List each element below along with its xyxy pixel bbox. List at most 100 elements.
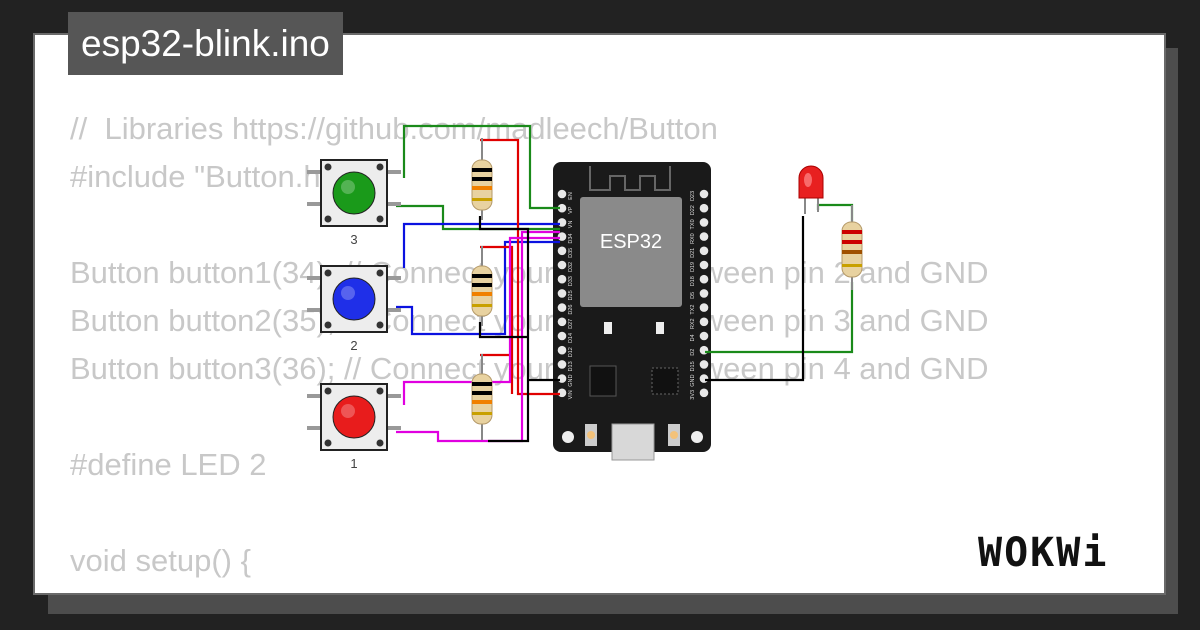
right-pin-tx0[interactable] <box>699 218 709 227</box>
wire-blue-2 <box>396 240 560 336</box>
left-pin-label: VN <box>568 221 574 229</box>
resistor-1[interactable] <box>471 138 493 220</box>
button-cap[interactable] <box>332 395 376 439</box>
right-pin-label: D22 <box>690 205 696 215</box>
wire-magenta-1 <box>402 236 560 405</box>
resistor-3[interactable] <box>471 354 493 440</box>
right-pin-d5[interactable] <box>699 289 709 298</box>
wokwi-logo: WOKWi <box>978 530 1109 576</box>
left-pin-d14[interactable] <box>557 331 567 341</box>
right-pin-label: 3V3 <box>690 390 696 400</box>
right-pin-label: TX2 <box>690 305 696 315</box>
right-pin-d21[interactable] <box>699 246 709 256</box>
wire-red-1 <box>480 138 560 396</box>
left-pin-d25[interactable] <box>557 289 567 298</box>
right-pin-label: D15 <box>690 361 696 371</box>
resistor-2[interactable] <box>471 246 493 326</box>
left-pin-label: GND <box>568 374 574 386</box>
left-pin-d32[interactable] <box>557 260 567 270</box>
left-pin-label: D27 <box>568 319 574 329</box>
right-pin-rx0[interactable] <box>699 232 709 241</box>
wire-black-led <box>705 216 805 382</box>
left-pin-vn[interactable] <box>557 218 567 227</box>
right-pin-label: D5 <box>690 292 696 299</box>
right-pin-gnd[interactable] <box>699 374 709 383</box>
wire-red-2 <box>480 245 514 394</box>
right-pin-label: D21 <box>690 248 696 258</box>
right-pin-d22[interactable] <box>699 203 709 213</box>
right-pin-label: TX0 <box>690 219 696 229</box>
right-pin-rx2[interactable] <box>699 317 709 327</box>
push-button-1[interactable]: 1 <box>307 383 401 471</box>
wire-blue-1 <box>402 222 560 268</box>
code-line: void setup() { <box>70 543 251 578</box>
button-label: 3 <box>350 232 357 247</box>
button-label: 2 <box>350 338 357 353</box>
right-pin-d15[interactable] <box>699 360 709 369</box>
esp32-board[interactable]: ESP32 ENVPVND34D35D32D33D25D26D27D14D12D… <box>553 162 711 461</box>
left-pin-d27[interactable] <box>557 317 567 327</box>
right-pin-3v3[interactable] <box>699 388 709 398</box>
right-pin-d19[interactable] <box>699 260 709 270</box>
push-button-3[interactable]: 3 <box>307 159 401 247</box>
left-pin-label: VP <box>568 206 574 214</box>
wire-black-2 <box>478 322 528 339</box>
left-pin-label: D14 <box>568 333 574 343</box>
left-pin-vp[interactable] <box>557 203 567 213</box>
right-pin-label: GND <box>690 374 696 386</box>
left-pin-label: D12 <box>568 347 574 357</box>
left-pin-label: D34 <box>568 234 574 244</box>
right-pin-d2[interactable] <box>699 345 709 355</box>
right-pin-label: D2 <box>690 349 696 356</box>
push-button-2[interactable]: 2 <box>307 265 401 353</box>
left-pin-label: D35 <box>568 248 574 258</box>
right-pin-label: D18 <box>690 276 696 286</box>
button-label: 1 <box>350 456 357 471</box>
right-pin-label: D4 <box>690 334 696 341</box>
code-line: // Libraries https://github.com/madleech… <box>70 111 718 146</box>
wires <box>396 124 854 443</box>
right-pin-label: D19 <box>690 262 696 272</box>
left-pin-label: D26 <box>568 305 574 315</box>
left-pin-en[interactable] <box>557 189 567 199</box>
left-pin-vin[interactable] <box>557 388 567 398</box>
wire-black-1 <box>478 216 530 443</box>
code-line: #define LED 2 <box>70 447 267 482</box>
right-pin-d23[interactable] <box>699 189 709 199</box>
left-pin-label: D33 <box>568 276 574 286</box>
left-pin-label: EN <box>568 192 574 200</box>
esp32-module <box>580 197 682 307</box>
left-pin-label: VIN <box>568 390 574 399</box>
left-pin-d12[interactable] <box>557 345 567 355</box>
push-buttons: 3 2 1 <box>307 159 401 471</box>
code-line: #include "Button.h" <box>70 159 332 194</box>
wire-green-led-2 <box>816 203 854 222</box>
button-cap[interactable] <box>332 171 376 215</box>
right-pin-label: RX2 <box>690 318 696 329</box>
left-pin-label: D25 <box>568 290 574 300</box>
right-pin-d18[interactable] <box>699 274 709 284</box>
left-pin-label: D13 <box>568 361 574 371</box>
left-pin-d26[interactable] <box>557 303 567 312</box>
left-pin-d35[interactable] <box>557 246 567 256</box>
right-pin-label: RX0 <box>690 233 696 244</box>
red-led[interactable] <box>798 165 824 214</box>
left-pin-d34[interactable] <box>557 232 567 241</box>
code-preview: // Libraries https://github.com/madleech… <box>70 105 989 585</box>
project-filename[interactable]: esp32-blink.ino <box>68 12 343 75</box>
left-pin-d13[interactable] <box>557 360 567 369</box>
right-pin-tx2[interactable] <box>699 303 709 312</box>
wire-green-top <box>402 124 560 210</box>
right-pin-d4[interactable] <box>699 331 709 341</box>
left-pin-label: D32 <box>568 262 574 272</box>
right-pin-label: D23 <box>690 191 696 201</box>
left-pin-gnd[interactable] <box>557 374 567 383</box>
button-cap[interactable] <box>332 277 376 321</box>
wire-green-led <box>705 282 854 354</box>
left-pin-d33[interactable] <box>557 274 567 284</box>
board-label: ESP32 <box>600 231 662 253</box>
resistor-led[interactable] <box>841 205 863 290</box>
